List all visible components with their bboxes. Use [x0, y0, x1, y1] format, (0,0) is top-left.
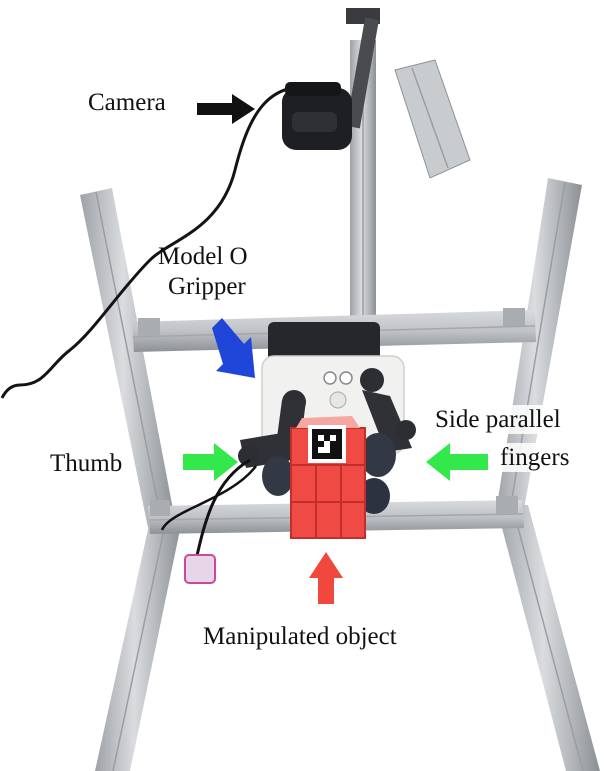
thumb-finger	[238, 430, 304, 496]
fingers-arrow-icon	[426, 443, 488, 481]
right-front-leg	[496, 178, 582, 520]
left-front-leg	[80, 188, 175, 528]
left-lower-leg	[95, 520, 182, 771]
gripper-arrow-icon	[212, 318, 255, 378]
thumb-arrow-icon	[183, 443, 238, 481]
camera-cable	[0, 85, 321, 399]
side-fingers-label-line1: Side parallel	[432, 405, 564, 434]
object-label: Manipulated object	[200, 622, 400, 651]
side-fingers-label-line2: fingers	[497, 443, 573, 472]
camera-assembly	[0, 82, 352, 399]
thumb-label: Thumb	[50, 450, 123, 477]
camera-arrow-icon	[197, 94, 255, 124]
annotation-arrows	[183, 94, 488, 604]
top-diagonal-rail	[394, 59, 471, 179]
red-cube	[290, 416, 366, 539]
aruco-marker	[308, 425, 346, 463]
gripper-mount	[268, 322, 380, 364]
object-arrow-icon	[309, 552, 343, 604]
gripper-label-line1: Model O	[158, 243, 248, 270]
connector	[184, 554, 216, 584]
gripper-label-line2: Gripper	[168, 273, 246, 300]
model-o-gripper	[160, 322, 416, 584]
aluminum-frame	[80, 8, 600, 771]
camera-label: Camera	[88, 89, 166, 116]
